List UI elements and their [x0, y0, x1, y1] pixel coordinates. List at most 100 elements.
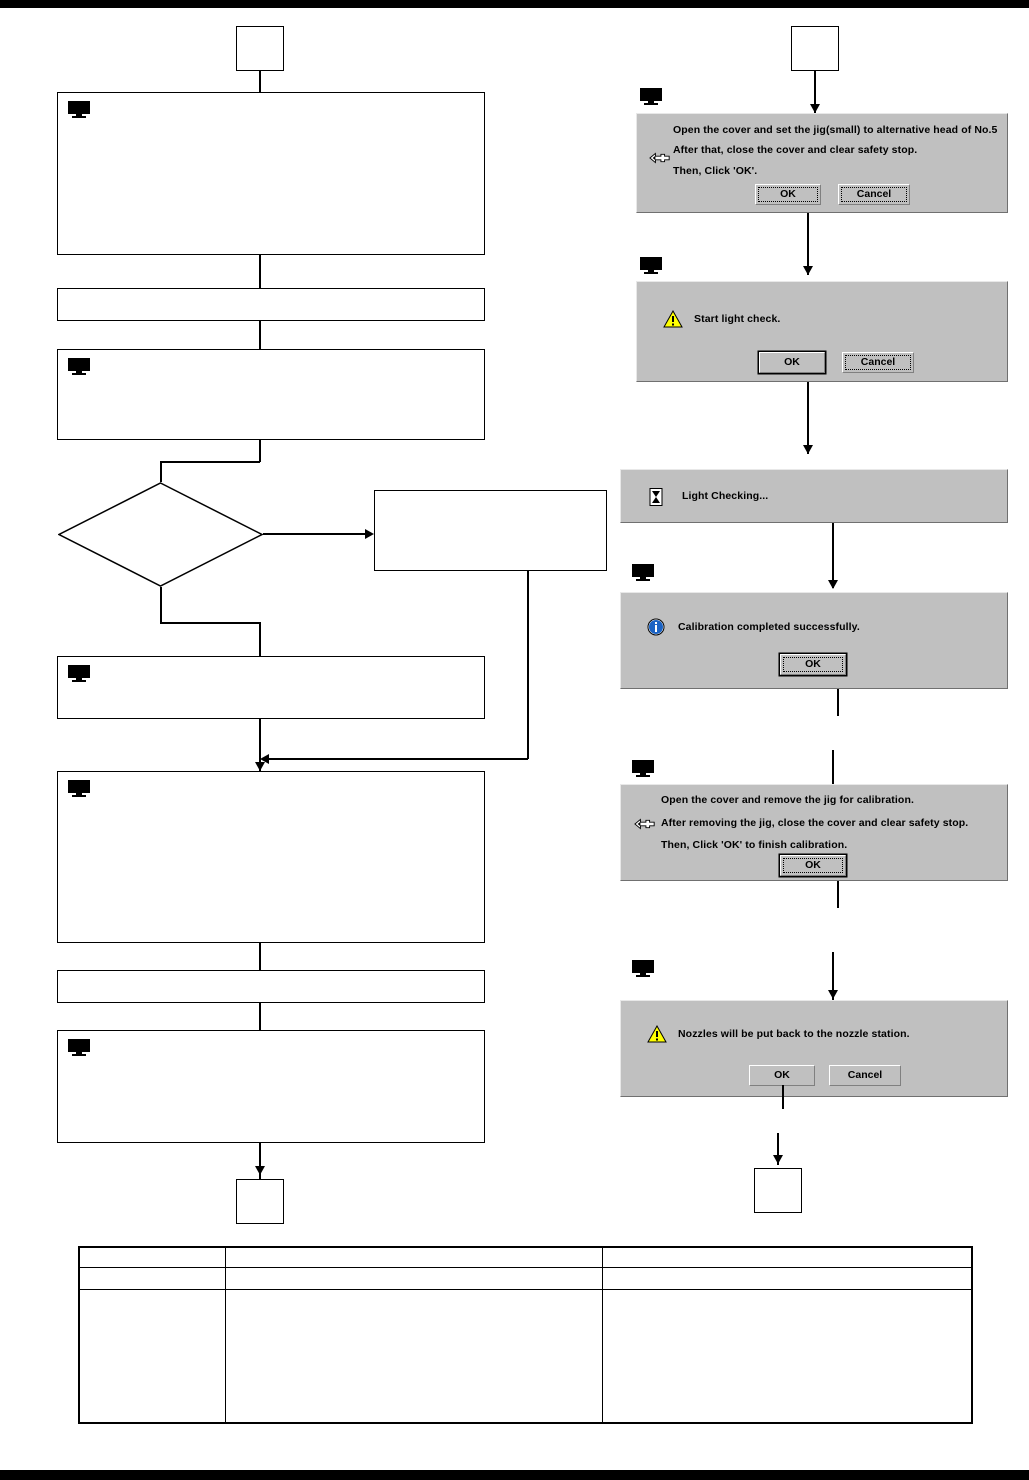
- ok-button[interactable]: OK: [755, 184, 821, 205]
- table-row: [79, 1289, 972, 1423]
- connector-right-start-down: [814, 71, 816, 114]
- dialog-line-1: Start light check.: [694, 313, 781, 325]
- connector-dialog3-to-dialog4: [832, 523, 834, 588]
- monitor-icon: [68, 780, 90, 797]
- table-cell: [79, 1267, 226, 1290]
- arrow-branch-return: [260, 754, 269, 764]
- connector-dialog4-to-dialog5b: [832, 750, 834, 795]
- connector-decision-bottom-h: [160, 622, 260, 624]
- dialog-line-3: Then, Click 'OK'.: [673, 165, 758, 177]
- table-cell: [225, 1267, 603, 1290]
- flow-right-end-terminator: [754, 1168, 802, 1213]
- table-cell: [602, 1267, 972, 1290]
- dialog-light-checking: Light Checking...: [620, 469, 1008, 523]
- flow-left-step-4: [57, 656, 485, 719]
- flow-left-step-5: [57, 771, 485, 943]
- arrow-step4-to-step5: [255, 762, 265, 771]
- cancel-button[interactable]: Cancel: [829, 1065, 901, 1086]
- page-top-rule: [0, 0, 1029, 8]
- dialog-line-1: Open the cover and set the jig(small) to…: [673, 124, 998, 136]
- warning-icon: [647, 1025, 667, 1043]
- monitor-icon: [632, 760, 654, 777]
- table-cell: [602, 1247, 972, 1268]
- flow-left-branch-box: [374, 490, 607, 571]
- page-bottom-rule: [0, 1470, 1029, 1480]
- hourglass-icon: [649, 488, 663, 506]
- connector-branch-return-v: [527, 571, 529, 759]
- dialog-line-1: Light Checking...: [682, 490, 769, 502]
- table-cell: [225, 1247, 603, 1268]
- connector-decision-bottom: [160, 587, 162, 623]
- dialog-line-2: After that, close the cover and clear sa…: [673, 144, 918, 156]
- dialog-calibration-complete: Calibration completed successfully. OK: [620, 592, 1008, 689]
- dialog-line-3: Then, Click 'OK' to finish calibration.: [661, 839, 848, 851]
- monitor-icon: [640, 88, 662, 105]
- flow-right-start-terminator: [791, 26, 839, 71]
- table-cell: [602, 1289, 972, 1423]
- dialog-remove-jig: Open the cover and remove the jig for ca…: [620, 784, 1008, 881]
- arrow-right-start: [810, 104, 820, 113]
- connector-branch-return-h: [262, 758, 528, 760]
- arrow-to-branch-box: [365, 529, 374, 539]
- table-row: [79, 1247, 972, 1268]
- connector-step4-to-step5: [259, 719, 261, 771]
- connector-step7-to-end: [259, 1143, 261, 1179]
- pointing-hand-icon: [649, 152, 670, 164]
- warning-icon: [663, 310, 683, 328]
- connector-step2-to-step3: [259, 321, 261, 349]
- flow-left-step-7: [57, 1030, 485, 1143]
- bottom-table: [78, 1246, 973, 1424]
- arrow-dialog1-to-dialog2: [803, 266, 813, 275]
- flow-left-start-terminator: [236, 26, 284, 71]
- monitor-icon: [68, 1039, 90, 1056]
- dialog-set-jig: Open the cover and set the jig(small) to…: [636, 113, 1008, 213]
- flow-left-step-3: [57, 349, 485, 440]
- table-cell: [79, 1289, 226, 1423]
- cancel-button[interactable]: Cancel: [838, 184, 910, 205]
- monitor-icon: [632, 960, 654, 977]
- connector-dialog6-to-enda: [782, 1085, 784, 1109]
- dialog-line-2: After removing the jig, close the cover …: [661, 817, 969, 829]
- cancel-button[interactable]: Cancel: [842, 352, 914, 373]
- connector-step6-to-step7: [259, 1003, 261, 1030]
- arrow-step7-to-end: [255, 1166, 265, 1175]
- monitor-icon: [68, 101, 90, 118]
- connector-step5-to-step6: [259, 943, 261, 970]
- dialog-line-1: Calibration completed successfully.: [678, 621, 860, 633]
- connector-step3-to-decision: [259, 440, 261, 462]
- arrow-dialog5-to-dialog6: [828, 990, 838, 999]
- connector-start-to-step1: [259, 71, 261, 92]
- pointing-hand-icon: [634, 818, 655, 830]
- information-icon: [647, 618, 665, 636]
- flow-left-decision: [58, 482, 263, 587]
- arrow-dialog6-to-end: [773, 1155, 783, 1164]
- ok-button[interactable]: OK: [759, 352, 825, 373]
- flow-left-end-terminator: [236, 1179, 284, 1224]
- connector-dialog5-to-dialog6b: [832, 952, 834, 1000]
- ok-button[interactable]: OK: [780, 855, 846, 876]
- connector-decision-to-branch: [263, 533, 371, 535]
- arrow-dialog2-to-dialog3: [803, 445, 813, 454]
- monitor-icon: [640, 257, 662, 274]
- ok-button[interactable]: OK: [780, 654, 846, 675]
- connector-step1-to-step2: [259, 255, 261, 288]
- flow-left-step-6: [57, 970, 485, 1003]
- flow-left-step-1: [57, 92, 485, 255]
- monitor-icon: [68, 358, 90, 375]
- ok-button[interactable]: OK: [749, 1065, 815, 1086]
- connector-dialog1-to-dialog2: [807, 213, 809, 275]
- connector-dialog4-to-dialog5a: [837, 689, 839, 716]
- arrow-dialog3-to-dialog4: [828, 580, 838, 589]
- connector-decision-entry-drop: [160, 461, 162, 482]
- monitor-icon: [632, 564, 654, 581]
- connector-to-step4: [259, 622, 261, 656]
- dialog-start-light-check: Start light check. OK Cancel: [636, 281, 1008, 382]
- monitor-icon: [68, 665, 90, 682]
- table-cell: [225, 1289, 603, 1423]
- table-row: [79, 1267, 972, 1290]
- connector-dialog5-to-dialog6a: [837, 881, 839, 908]
- flow-left-step-2: [57, 288, 485, 321]
- dialog-line-1: Nozzles will be put back to the nozzle s…: [678, 1028, 910, 1040]
- dialog-nozzles-back: Nozzles will be put back to the nozzle s…: [620, 1000, 1008, 1097]
- connector-dialog6-to-endb: [777, 1133, 779, 1165]
